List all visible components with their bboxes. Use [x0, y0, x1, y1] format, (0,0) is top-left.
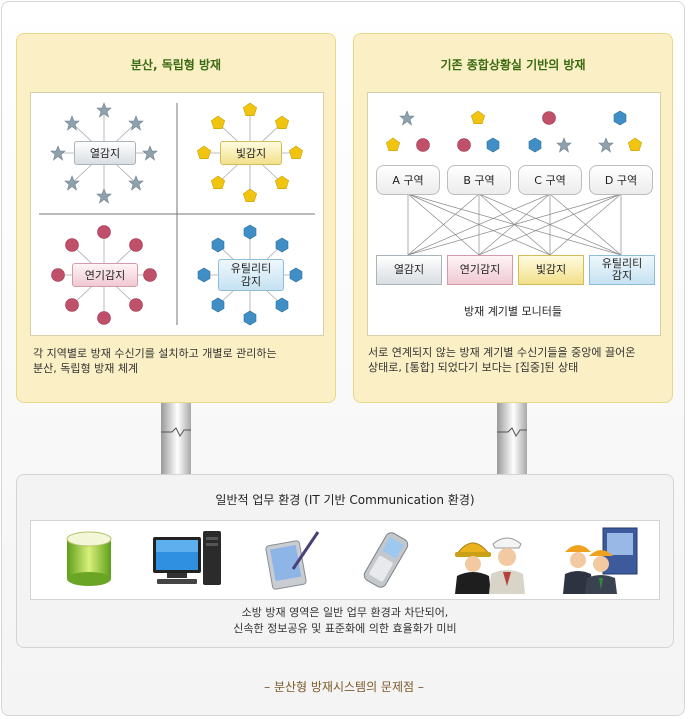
bottom-panel: 일반적 업무 환경 (IT 기반 Communication 환경) [16, 474, 674, 648]
bottom-description-line2: 신속한 정보공유 및 표준화에 의한 효율화가 미비 [233, 622, 457, 635]
heat-monitor: 열감지 [376, 255, 442, 285]
zone-a-box: A 구역 [376, 165, 440, 195]
heat-sensor-label: 열감지 [74, 141, 136, 165]
devices-row [30, 520, 660, 600]
distributed-sensors-diagram [39, 102, 315, 326]
left-connector-pole [161, 403, 191, 475]
utility-sensor-label-line2: 감지 [240, 275, 262, 288]
storage-icon [66, 531, 112, 586]
bottom-panel-description: 소방 방재 영역은 일반 업무 환경과 차단되어, 신속한 정보공유 및 표준화… [17, 605, 673, 637]
right-description-line1: 서로 연계되지 않는 방재 계기별 수신기들을 중앙에 끌어온 [368, 346, 636, 359]
firefighter-officer-icon [455, 537, 525, 594]
utility-monitor-line2: 감지 [611, 269, 633, 282]
tablet-pen-icon [265, 531, 320, 590]
left-panel-description: 각 지역별로 방재 수신기를 설치하고 개별로 관리하는 분산, 독립형 방재 … [33, 346, 277, 376]
left-description-line2: 분산, 독립형 방재 체계 [33, 362, 139, 375]
right-panel-description: 서로 연계되지 않는 방재 계기별 수신기들을 중앙에 끌어온 상태로, [통합… [368, 345, 635, 375]
smoke-sensor-label: 연기감지 [72, 263, 138, 287]
zone-b-box: B 구역 [447, 165, 511, 195]
utility-sensor-label-line1: 유틸리티 [230, 262, 272, 275]
utility-sensor-label: 유틸리티 감지 [218, 259, 284, 291]
utility-monitor: 유틸리티 감지 [589, 255, 655, 285]
right-description-line2: 상태로, [통합] 되었다기 보다는 [집중]된 상태 [368, 361, 579, 374]
bottom-panel-title: 일반적 업무 환경 (IT 기반 Communication 환경) [215, 493, 475, 507]
utility-monitor-line1: 유틸리티 [601, 257, 643, 270]
mobile-phone-icon [363, 532, 409, 588]
right-connector-pole [497, 403, 527, 475]
left-description-line1: 각 지역별로 방재 수신기를 설치하고 개별로 관리하는 [33, 347, 277, 360]
figure-caption: – 분산형 방재시스템의 문제점 – [264, 680, 424, 694]
desktop-computer-icon [153, 531, 221, 585]
right-panel-title: 기존 종합상황실 기반의 방재 [440, 58, 586, 72]
light-monitor: 빛감지 [518, 255, 584, 285]
monitors-caption: 방재 계기별 모니터들 [463, 305, 563, 318]
left-panel-title: 분산, 독립형 방재 [130, 58, 222, 72]
right-panel-diagram [367, 92, 661, 336]
bottom-description-line1: 소방 방재 영역은 일반 업무 환경과 차단되어, [241, 606, 449, 619]
light-sensor-label: 빛감지 [220, 141, 282, 165]
workers-icon [563, 527, 638, 594]
zone-d-box: D 구역 [589, 165, 653, 195]
smoke-monitor: 연기감지 [447, 255, 513, 285]
left-panel: 분산, 독립형 방재 [16, 33, 336, 403]
zone-c-box: C 구역 [518, 165, 582, 195]
left-panel-diagram: 열감지 빛감지 연기감지 유틸리티 감지 [30, 92, 324, 336]
